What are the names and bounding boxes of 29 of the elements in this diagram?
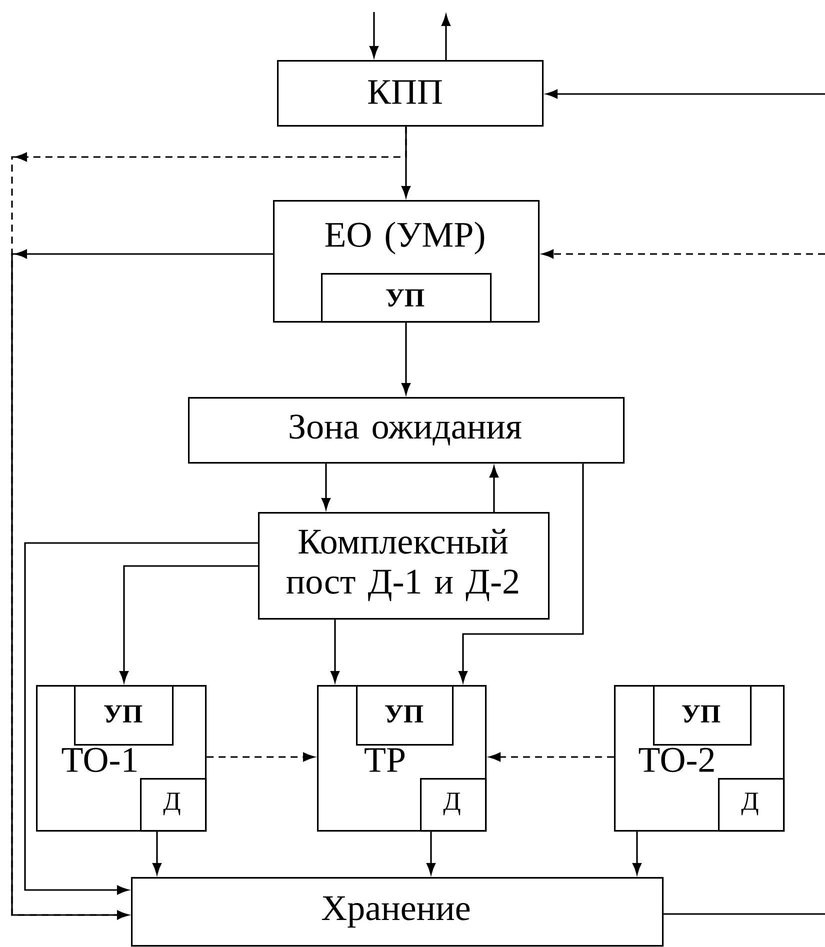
process-box: Зона ожидания bbox=[188, 397, 625, 464]
inner-box: Д bbox=[140, 778, 207, 832]
dashed-arrow bbox=[542, 250, 825, 258]
inner-box: Д bbox=[718, 778, 785, 832]
process-box: Хранение bbox=[131, 877, 664, 947]
inner-box: УП bbox=[74, 685, 174, 746]
arrow bbox=[546, 90, 825, 98]
arrow bbox=[370, 12, 378, 58]
dashed-arrow bbox=[206, 752, 314, 762]
arrow bbox=[402, 322, 410, 394]
process-box: КПП bbox=[277, 60, 544, 127]
dashed-arrow bbox=[489, 752, 614, 762]
arrow bbox=[24, 542, 258, 894]
inner-box: УП bbox=[356, 685, 454, 746]
arrow bbox=[152, 832, 162, 874]
arrow bbox=[490, 466, 498, 512]
arrow bbox=[330, 620, 340, 682]
inner-box: Д bbox=[420, 778, 487, 832]
inner-box: УП bbox=[321, 273, 492, 323]
process-box: Комплексный пост Д-1 и Д-2 bbox=[258, 512, 550, 620]
arrow bbox=[442, 14, 450, 60]
inner-box: УП bbox=[653, 685, 752, 746]
arrow bbox=[426, 832, 436, 874]
arrow bbox=[120, 565, 258, 682]
arrow bbox=[11, 250, 273, 920]
arrow bbox=[322, 464, 330, 510]
arrow bbox=[632, 832, 642, 874]
arrow bbox=[458, 464, 584, 682]
line bbox=[664, 913, 825, 915]
